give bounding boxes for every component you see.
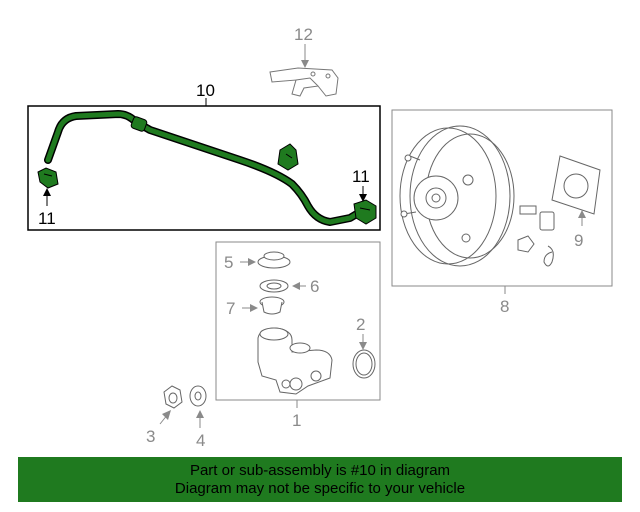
part-1-box <box>215 241 381 401</box>
callout-6: 6 <box>310 277 319 296</box>
part-11-clamp-left <box>37 167 59 189</box>
arrow-2 <box>359 342 367 350</box>
part-8-brake-booster <box>399 125 515 267</box>
part-11-clamp-right <box>353 199 377 225</box>
arrow-11-left <box>43 188 51 196</box>
arrow-6 <box>292 282 300 290</box>
part-7-strainer <box>259 296 285 315</box>
part-3-nut <box>163 385 183 409</box>
callout-5: 5 <box>224 253 233 272</box>
callout-2: 2 <box>356 315 365 334</box>
arrow-7 <box>250 304 258 312</box>
arrow-12 <box>301 60 309 68</box>
part-12-bracket <box>269 67 339 97</box>
part-5-cap <box>257 251 291 269</box>
callout-4: 4 <box>196 431 205 450</box>
part-11-clamp-middle <box>277 143 299 171</box>
part-10-box <box>27 105 381 231</box>
part-8-box <box>391 109 613 287</box>
callout-11-right: 11 <box>352 167 370 186</box>
callout-10: 10 <box>196 81 215 100</box>
arrow-3 <box>162 410 171 420</box>
part-9-gasket <box>551 155 601 215</box>
arrow-5 <box>248 258 256 266</box>
arrow-9 <box>578 210 586 218</box>
callout-9: 9 <box>574 231 583 250</box>
arrow-11-right <box>359 194 367 202</box>
callout-11-left: 11 <box>38 209 56 228</box>
part-2-o-ring <box>352 349 376 379</box>
part-8-small-parts <box>517 205 555 267</box>
part-6-seal <box>259 279 289 293</box>
part-1-master-cylinder <box>257 327 333 395</box>
caption-bar: Part or sub-assembly is #10 in diagram D… <box>18 457 622 502</box>
part-4-washer <box>189 385 207 407</box>
callout-12: 12 <box>294 25 313 44</box>
arrow-4 <box>196 410 204 418</box>
callout-8: 8 <box>500 297 509 316</box>
callout-7: 7 <box>226 299 235 318</box>
callout-1: 1 <box>292 411 301 430</box>
part-10-vacuum-hose <box>44 110 364 226</box>
caption-line-2: Diagram may not be specific to your vehi… <box>174 479 466 497</box>
caption-line-1: Part or sub-assembly is #10 in diagram <box>189 461 451 479</box>
callout-3: 3 <box>146 427 155 446</box>
